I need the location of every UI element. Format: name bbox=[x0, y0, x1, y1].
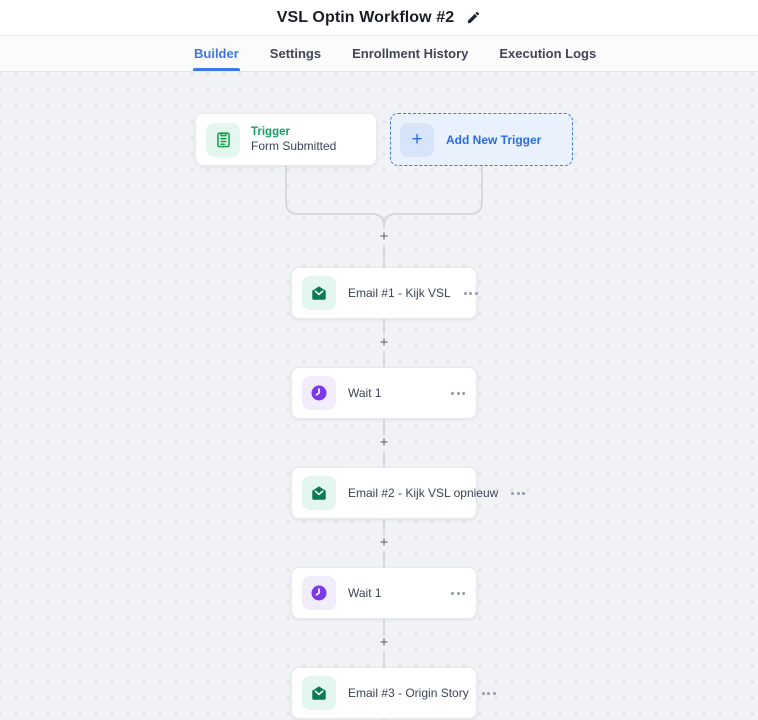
workflow-node-email[interactable]: Email #2 - Kijk VSL opnieuw bbox=[291, 467, 526, 519]
add-step-button[interactable]: + bbox=[376, 535, 392, 551]
add-new-trigger-button[interactable]: + Add New Trigger bbox=[390, 113, 573, 166]
email-icon bbox=[302, 676, 336, 710]
workflow-node-email[interactable]: Email #1 - Kijk VSL bbox=[291, 267, 479, 319]
trigger-text: Trigger Form Submitted bbox=[251, 125, 336, 154]
add-new-trigger-label: Add New Trigger bbox=[446, 132, 542, 147]
trigger-name: Form Submitted bbox=[251, 139, 337, 154]
trigger-node[interactable]: Trigger Form Submitted bbox=[195, 113, 377, 166]
clipboard-form-icon bbox=[206, 122, 240, 157]
add-step-button[interactable]: + bbox=[376, 435, 392, 451]
workflow-node-wait[interactable]: Wait 1 bbox=[291, 567, 477, 619]
tab-execution-logs[interactable]: Execution Logs bbox=[498, 36, 597, 71]
trigger-label: Trigger bbox=[251, 125, 290, 138]
page-title: VSL Optin Workflow #2 bbox=[276, 8, 455, 26]
node-label: Wait 1 bbox=[348, 586, 382, 600]
plus-icon: + bbox=[400, 122, 434, 157]
node-label: Wait 1 bbox=[348, 386, 382, 400]
edit-title-button[interactable] bbox=[466, 10, 481, 25]
clock-icon bbox=[302, 576, 336, 610]
node-menu-button[interactable] bbox=[450, 388, 466, 399]
tab-builder[interactable]: Builder bbox=[193, 36, 240, 71]
add-step-button[interactable]: + bbox=[376, 335, 392, 351]
node-menu-button[interactable] bbox=[463, 288, 479, 299]
pencil-icon bbox=[466, 10, 481, 25]
tab-bar: Builder Settings Enrollment History Exec… bbox=[0, 36, 758, 72]
email-icon bbox=[302, 276, 336, 310]
workflow-node-email[interactable]: Email #3 - Origin Story bbox=[291, 667, 496, 719]
node-label: Email #2 - Kijk VSL opnieuw bbox=[348, 486, 499, 500]
tab-settings[interactable]: Settings bbox=[269, 36, 322, 71]
tab-enrollment-history[interactable]: Enrollment History bbox=[351, 36, 469, 71]
node-menu-button[interactable] bbox=[481, 688, 497, 699]
workflow-canvas[interactable]: Trigger Form Submitted + Add New Trigger… bbox=[0, 72, 758, 720]
node-menu-button[interactable] bbox=[510, 488, 526, 499]
add-step-button[interactable]: + bbox=[376, 229, 392, 245]
add-step-button[interactable]: + bbox=[376, 635, 392, 651]
node-label: Email #3 - Origin Story bbox=[348, 686, 469, 700]
node-menu-button[interactable] bbox=[450, 588, 466, 599]
clock-icon bbox=[302, 376, 336, 410]
email-icon bbox=[302, 476, 336, 510]
title-bar: VSL Optin Workflow #2 bbox=[0, 0, 758, 36]
node-label: Email #1 - Kijk VSL bbox=[348, 286, 451, 300]
workflow-node-wait[interactable]: Wait 1 bbox=[291, 367, 477, 419]
